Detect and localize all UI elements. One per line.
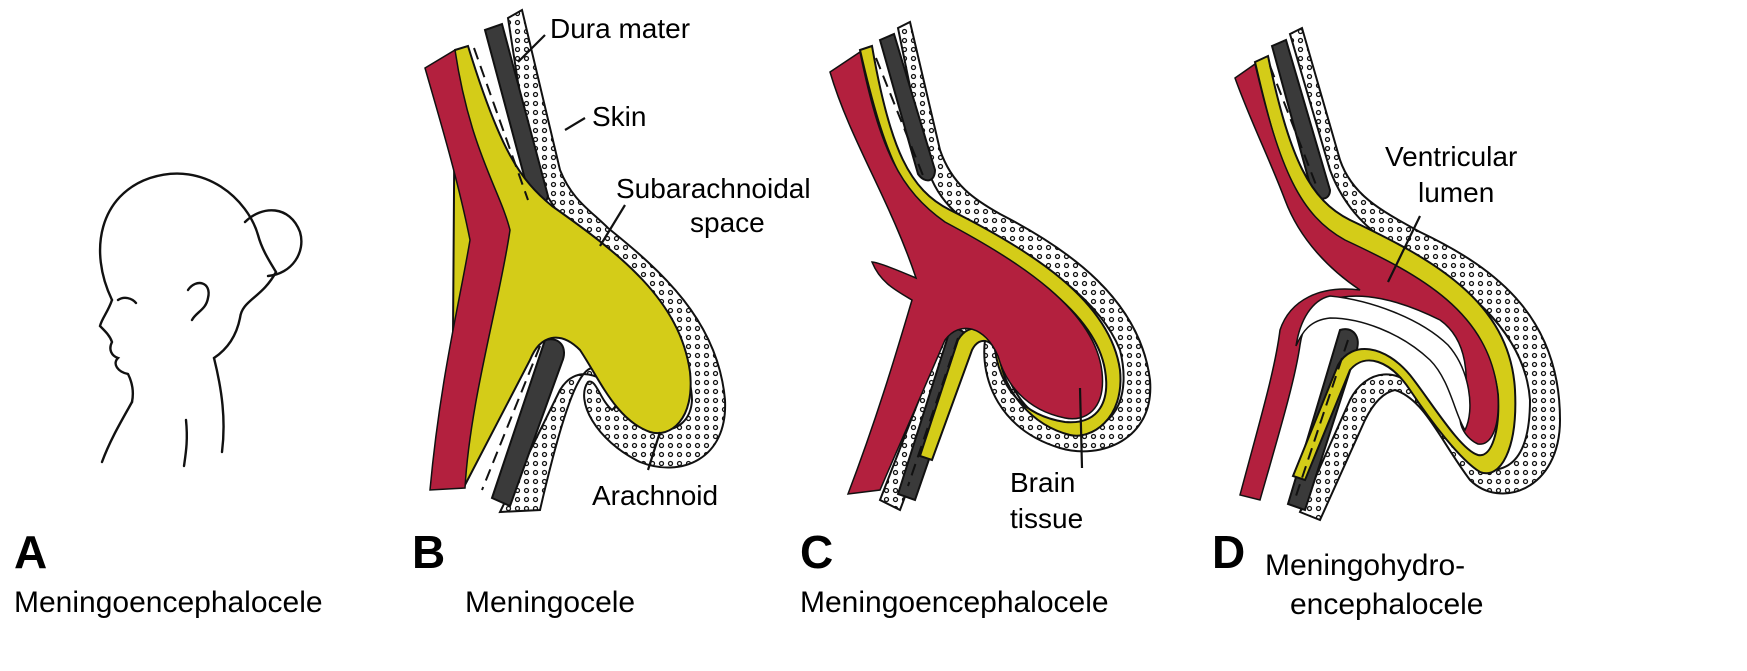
label-ventricular-line1: Ventricular	[1385, 141, 1517, 172]
panel-b-caption: Meningocele	[465, 586, 635, 619]
child-ear-icon	[188, 283, 209, 320]
panel-d-letter: D	[1212, 526, 1245, 578]
panel-a-letter: A	[14, 526, 47, 578]
label-brain-tissue-line2: tissue	[1010, 503, 1083, 534]
panel-d-caption-line2: encephalocele	[1290, 588, 1484, 621]
panel-c-meningoencephalocele	[830, 22, 1150, 510]
label-subarachnoidal-line1: Subarachnoidal	[616, 173, 811, 204]
child-front-outline	[102, 402, 132, 462]
panel-d-meningohydroencephalocele	[1235, 28, 1560, 520]
child-eye-icon	[118, 298, 136, 303]
panel-a-child-illustration	[100, 174, 301, 466]
label-brain-tissue-line1: Brain	[1010, 467, 1075, 498]
label-dura-mater: Dura mater	[550, 13, 690, 44]
label-subarachnoidal-line2: space	[690, 207, 765, 238]
panel-b-meningocele	[425, 10, 725, 512]
label-skin: Skin	[592, 101, 646, 132]
label-ventricular-line2: lumen	[1418, 177, 1494, 208]
child-face-outline	[100, 300, 133, 402]
panel-d-caption-line1: Meningohydro-	[1265, 549, 1465, 582]
panel-a-caption: Meningoencephalocele	[14, 586, 323, 619]
panel-c-caption: Meningoencephalocele	[800, 586, 1109, 619]
child-back-outline	[214, 358, 224, 452]
label-arachnoid: Arachnoid	[592, 480, 718, 511]
panel-b-letter: B	[412, 526, 445, 578]
child-head-outline	[100, 174, 276, 358]
child-arm-outline	[184, 420, 187, 466]
leader-skin	[565, 118, 585, 130]
panel-c-letter: C	[800, 526, 833, 578]
